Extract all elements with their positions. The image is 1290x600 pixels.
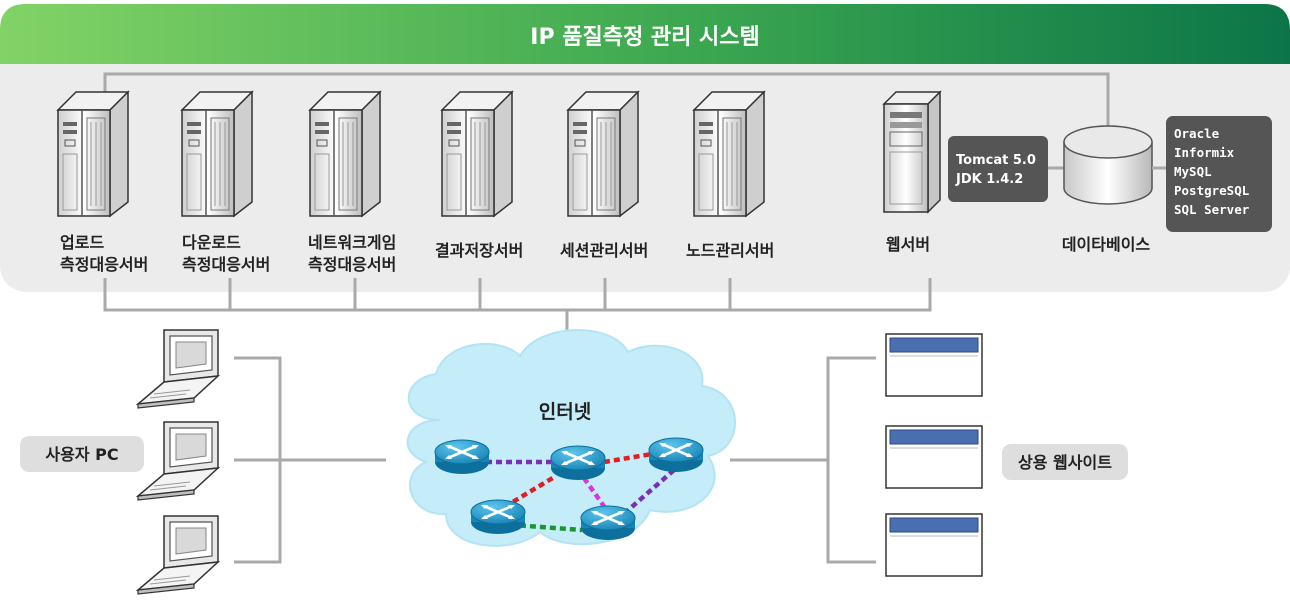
server-network-game-label: 네트워크게임 — [308, 233, 396, 252]
server-network-game — [309, 91, 381, 217]
bottom-bus-line — [103, 278, 932, 372]
server-result-storage — [441, 91, 513, 217]
web-server-label: 웹서버 — [886, 235, 930, 254]
server-download-sublabel: 측정대응서버 — [182, 255, 270, 274]
server-upload-label: 업로드 — [60, 233, 104, 252]
user-pc-label: 사용자 PC — [45, 445, 118, 464]
db-product-mysql: MySQL — [1174, 164, 1212, 179]
server-node-management-label: 노드관리서버 — [686, 241, 774, 260]
server-upload — [57, 91, 129, 217]
db-product-postgresql: PostgreSQL — [1174, 183, 1250, 198]
user-pc-badge — [20, 436, 144, 472]
router-3 — [647, 436, 705, 474]
website-page-2 — [885, 425, 983, 489]
web-server-stack-line-1: Tomcat 5.0 — [956, 153, 1036, 168]
db-product-informix: Informix — [1174, 145, 1235, 160]
pc-wiring — [234, 356, 386, 564]
database-products-box — [1166, 116, 1272, 232]
web-server-stack-box — [948, 136, 1048, 202]
router-5 — [579, 504, 637, 542]
web-server — [882, 90, 942, 214]
server-download — [181, 91, 253, 217]
router-2 — [549, 444, 607, 482]
server-download-label: 다운로드 — [182, 233, 241, 252]
server-session-management — [567, 91, 639, 217]
website-page-1 — [885, 333, 983, 397]
server-result-storage-label: 결과저장서버 — [435, 241, 523, 260]
server-panel — [0, 4, 1290, 292]
user-laptop-2 — [137, 421, 219, 501]
web-server-stack-line-2: JDK 1.4.2 — [955, 172, 1023, 187]
server-upload-sublabel: 측정대응서버 — [60, 255, 148, 274]
server-node-management — [693, 91, 765, 217]
server-network-game-sublabel: 측정대응서버 — [308, 255, 396, 274]
system-title: IP 품질측정 관리 시스템 — [530, 25, 759, 50]
user-laptop-1 — [137, 329, 219, 409]
router-4 — [469, 498, 527, 536]
server-session-management-label: 세션관리서버 — [560, 241, 648, 260]
internet-label: 인터넷 — [539, 401, 591, 423]
website-page-3 — [885, 513, 983, 577]
commercial-sites-badge — [1002, 444, 1128, 480]
user-laptop-3 — [137, 515, 219, 595]
website-wiring — [730, 356, 876, 564]
database-label: 데이타베이스 — [1062, 235, 1151, 254]
internet-cloud — [406, 329, 736, 547]
db-product-oracle: Oracle — [1174, 126, 1220, 141]
commercial-sites-label: 상용 웹사이트 — [1018, 453, 1112, 472]
database-icon — [1063, 125, 1153, 205]
db-product-sqlserver: SQL Server — [1174, 202, 1250, 217]
top-bus-line — [103, 72, 1110, 128]
router-1 — [433, 438, 491, 476]
title-banner — [0, 4, 1290, 64]
